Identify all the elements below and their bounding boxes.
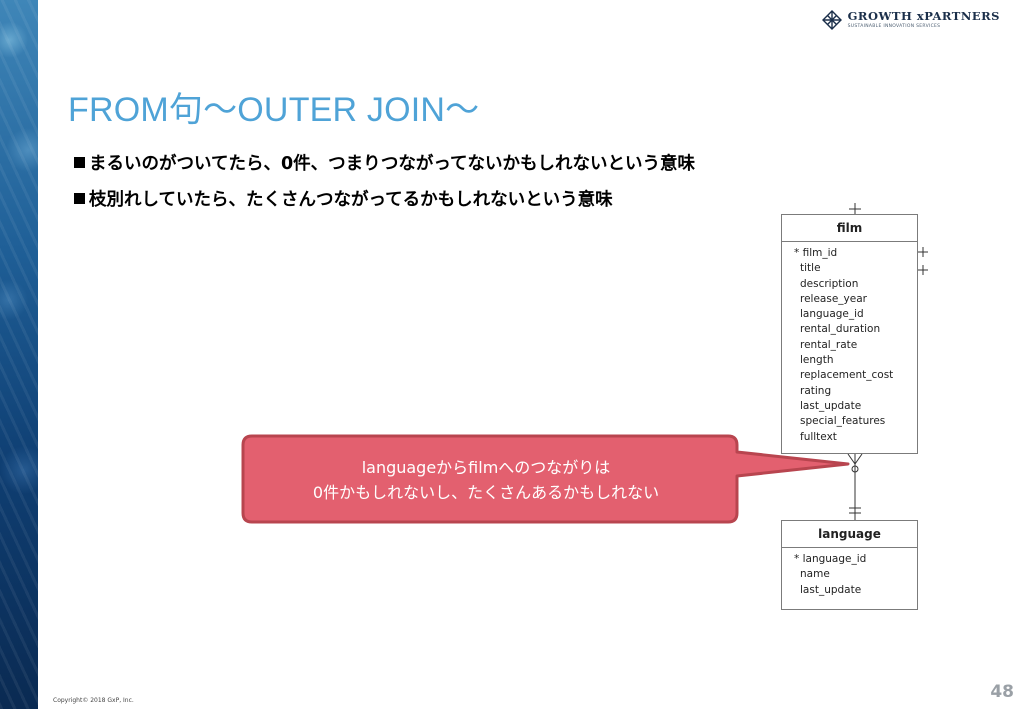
film-table-name: film <box>782 215 917 242</box>
language-table: language * language_id name last_update <box>781 520 918 610</box>
callout-line-2: 0件かもしれないし、たくさんあるかもしれない <box>312 483 660 502</box>
callout-line-1: languageからfilmへのつながりは <box>361 458 611 478</box>
film-field: special_features <box>800 415 886 428</box>
bullet-item: 枝別れしていたら、たくさんつながってるかもしれないという意味 <box>74 184 695 212</box>
film-field: fulltext <box>800 430 837 443</box>
film-field: rental_duration <box>800 323 881 336</box>
film-field: * film_id <box>794 247 838 259</box>
company-logo: GROWTH xPARTNERS SUSTAINABLE INNOVATION … <box>821 9 1000 30</box>
film-field: rental_rate <box>800 338 858 351</box>
copyright: Copyright© 2018 GxP, Inc. <box>53 697 134 704</box>
language-field: * language_id <box>794 553 867 565</box>
film-field: replacement_cost <box>800 369 894 382</box>
callout-bubble <box>241 434 850 524</box>
bullet-item: まるいのがついてたら、0件、つまりつながってないかもしれないという意味 <box>74 148 695 176</box>
square-bullet-icon <box>74 156 85 168</box>
film-field: description <box>800 277 859 290</box>
bullet-text: 枝別れしていたら、たくさんつながってるかもしれないという意味 <box>89 189 613 210</box>
film-field: last_update <box>800 399 862 412</box>
left-decorative-strip <box>0 0 38 709</box>
film-field: language_id <box>800 308 864 321</box>
language-field-list: * language_id name last_update <box>782 548 917 598</box>
film-language-relationship <box>847 453 863 520</box>
film-top-one-mark <box>849 203 861 214</box>
logo-wordmark: GROWTH xPARTNERS <box>847 9 1000 23</box>
bullet-list: まるいのがついてたら、0件、つまりつながってないかもしれないという意味 枝別れし… <box>74 148 695 212</box>
film-field: title <box>800 262 821 275</box>
film-field: length <box>800 354 834 367</box>
film-table: film * film_id title description release… <box>781 214 918 454</box>
bullet-text: まるいのがついてたら、0件、つまりつながってないかもしれないという意味 <box>89 153 695 174</box>
film-field: release_year <box>800 292 867 305</box>
language-field: name <box>800 568 830 581</box>
film-field-list: * film_id title description release_year… <box>782 242 917 445</box>
language-table-name: language <box>782 521 917 548</box>
slide-title: FROM句～OUTER JOIN～ <box>68 91 480 129</box>
logo-mark-icon <box>821 10 842 30</box>
film-field: rating <box>800 384 832 397</box>
page-number: 48 <box>990 682 1014 702</box>
logo-tagline: SUSTAINABLE INNOVATION SERVICES <box>847 23 941 29</box>
square-bullet-icon <box>74 192 85 204</box>
callout-text: languageからfilmへのつながりは 0件かもしれないし、たくさんあるかも… <box>244 440 728 522</box>
language-field: last_update <box>800 583 862 596</box>
film-side-one-marks <box>918 247 928 275</box>
